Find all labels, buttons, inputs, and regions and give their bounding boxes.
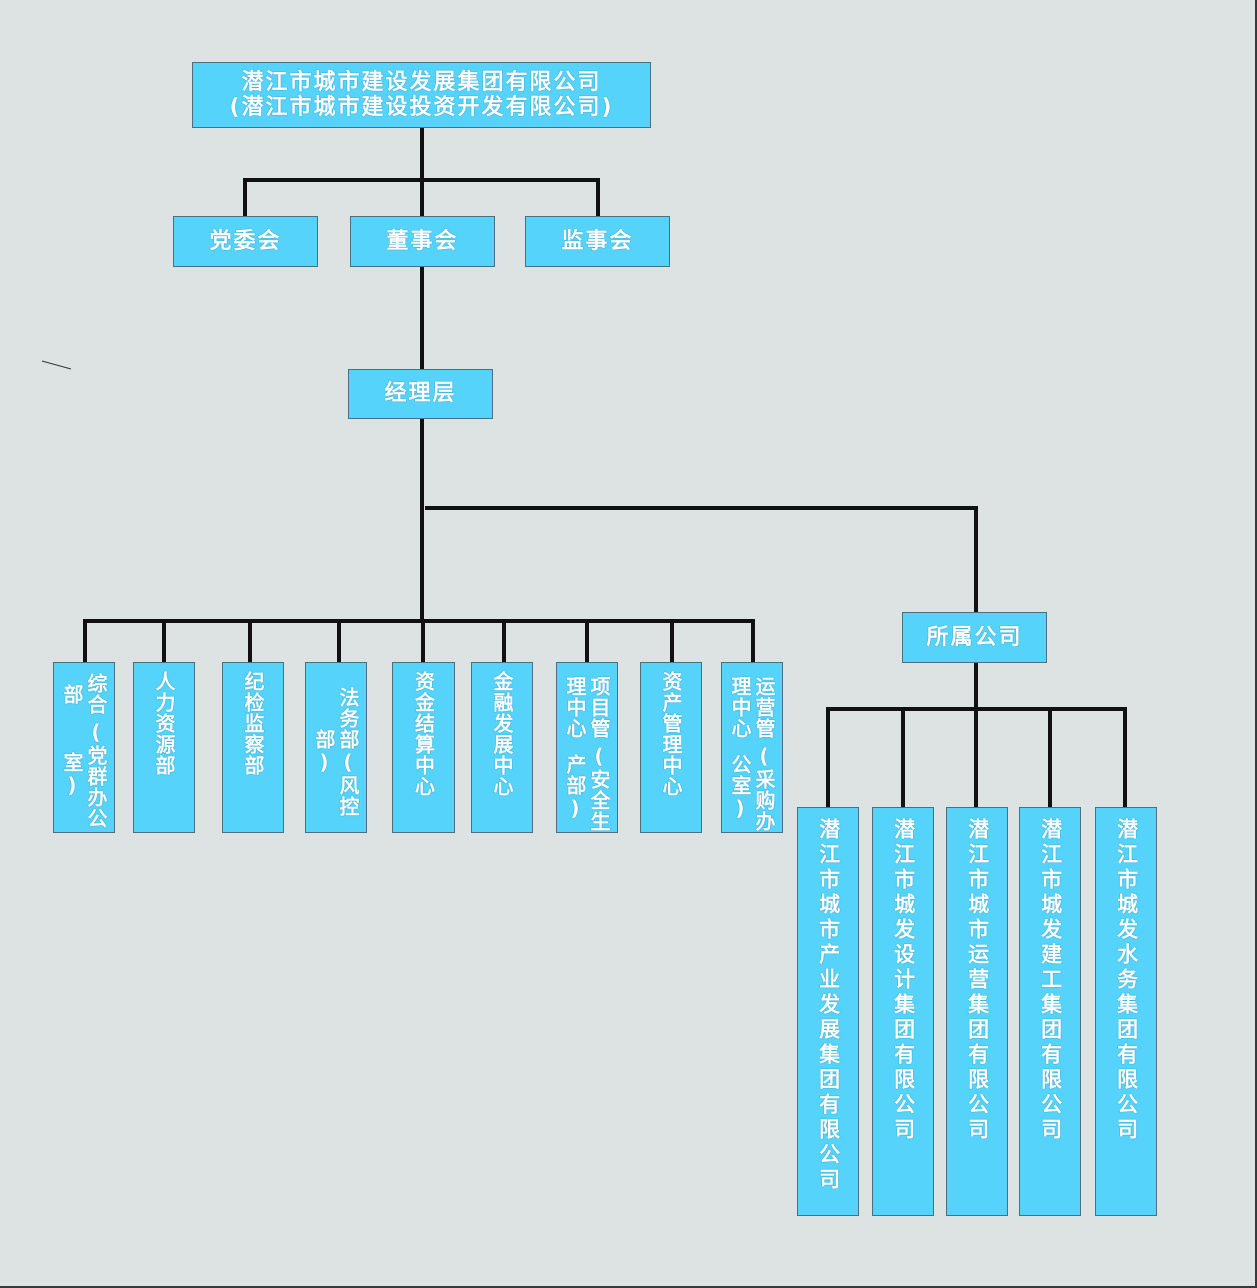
department-name: 人力资源部 <box>152 671 176 776</box>
department-box: 运营管理中心 (采购办公室) <box>721 662 783 833</box>
subsidiary-box: 潜江市城发建工集团有限公司 <box>1019 807 1081 1216</box>
supervisory-board-label: 监事会 <box>561 228 634 254</box>
management-label: 经理层 <box>384 381 457 407</box>
board-label: 董事会 <box>386 228 459 254</box>
department-subname: (采购办公室) <box>728 743 776 832</box>
subsidiary-name: 潜江市城发水务集团有限公司 <box>1114 818 1139 1143</box>
subsidiary-name: 潜江市城发建工集团有限公司 <box>1038 818 1063 1143</box>
management-box: 经理层 <box>348 369 493 419</box>
supervisory-board-box: 监事会 <box>525 216 670 267</box>
subsidiary-name: 潜江市城发设计集团有限公司 <box>891 818 916 1143</box>
department-subname: (党群办公室) <box>60 720 108 830</box>
subsidiaries-box: 所属公司 <box>902 612 1047 663</box>
department-name: 资金结算中心 <box>411 671 436 797</box>
department-subname: (安全生产部) <box>563 743 611 832</box>
subsidiary-box: 潜江市城市产业发展集团有限公司 <box>797 807 859 1216</box>
department-box: 纪检监察部 <box>222 662 284 833</box>
subsidiary-box: 潜江市城发水务集团有限公司 <box>1095 807 1157 1216</box>
department-name: 资产管理中心 <box>659 671 683 797</box>
department-box: 法务部(风控部) <box>305 662 367 833</box>
department-name: 纪检监察部 <box>241 671 265 776</box>
subsidiary-box: 潜江市城发设计集团有限公司 <box>872 807 934 1216</box>
subsidiaries-label: 所属公司 <box>926 624 1023 650</box>
subsidiary-name: 潜江市城市产业发展集团有限公司 <box>816 818 841 1193</box>
department-name: 综合部 <box>60 673 108 716</box>
department-name: 项目管理中心 <box>563 675 611 739</box>
subsidiary-name: 潜江市城市运营集团有限公司 <box>965 818 990 1143</box>
stray-mark <box>41 360 72 370</box>
department-name: 金融发展中心 <box>490 671 514 797</box>
department-box: 人力资源部 <box>133 662 195 833</box>
department-box: 资金结算中心 <box>392 662 455 833</box>
root-company-box: 潜江市城市建设发展集团有限公司 (潜江市城市建设投资开发有限公司) <box>192 62 651 128</box>
party-committee-label: 党委会 <box>209 228 282 254</box>
department-name: 法务部(风控部) <box>312 686 360 817</box>
party-committee-box: 党委会 <box>173 216 318 267</box>
department-box: 资产管理中心 <box>640 662 702 833</box>
department-box: 综合部 (党群办公室) <box>53 662 115 833</box>
department-name: 运营管理中心 <box>728 675 776 739</box>
root-company-alias: (潜江市城市建设投资开发有限公司) <box>229 95 614 120</box>
root-company-name: 潜江市城市建设发展集团有限公司 <box>241 69 602 95</box>
department-box: 项目管理中心 (安全生产部) <box>556 662 618 833</box>
department-box: 金融发展中心 <box>471 662 533 833</box>
subsidiary-box: 潜江市城市运营集团有限公司 <box>946 807 1008 1216</box>
board-box: 董事会 <box>350 216 495 267</box>
connector <box>425 506 978 614</box>
